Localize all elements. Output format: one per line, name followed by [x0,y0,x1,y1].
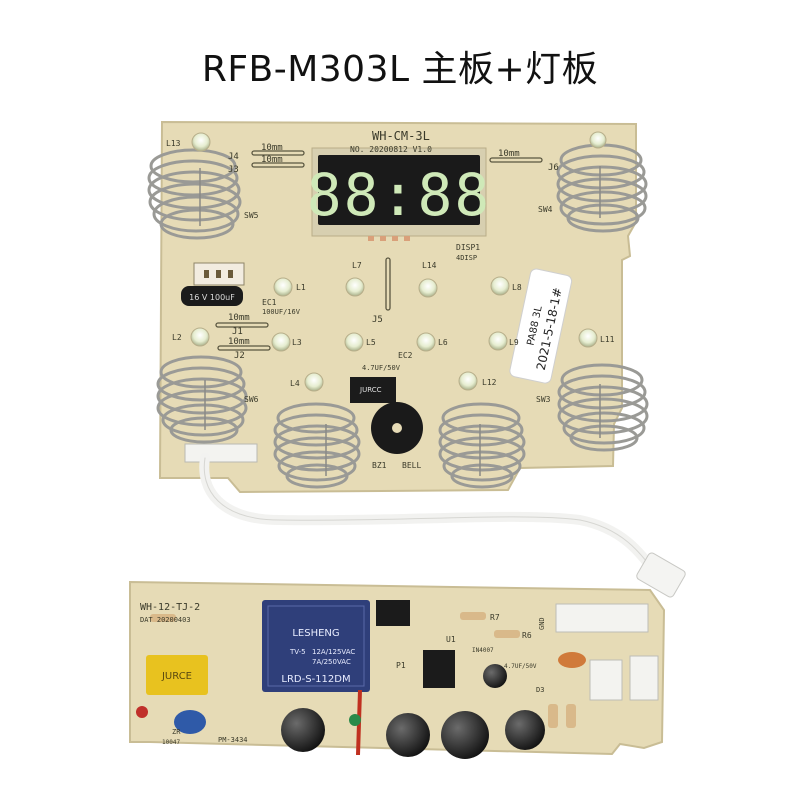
label-p1: P1 [396,661,406,670]
label-l3: L3 [292,338,302,347]
label-l13: L13 [166,139,181,148]
x-cap-brand: JURCE [161,671,192,682]
label-ec2-spec: 4.7UF/50V [362,364,401,372]
spring-sw4 [556,143,648,233]
top-board: 88:88 [147,120,649,494]
label-mm-1: 10mm [261,143,283,153]
label-l1: L1 [296,283,306,292]
label-l9: L9 [509,338,519,347]
label-cn: 10047 [162,739,180,746]
bottom-board-date: DAT 20200403 [140,616,191,624]
label-in4007: IN4007 [472,647,494,654]
label-j4: J4 [228,152,239,162]
led-lights [190,131,607,392]
label-ec1-spec: 100UF/16V [262,308,301,316]
led-display: 88:88 [307,147,492,241]
label-4disp: 4DISP [456,254,477,262]
relay-spec-2: 7A/250VAC [312,658,351,666]
label-l11: L11 [600,335,615,344]
label-l14: L14 [422,261,437,270]
label-jurcc: JURCC [359,386,382,394]
label-mm-4: 10mm [228,313,250,323]
label-l6: L6 [438,338,448,347]
label-l4: L4 [290,379,300,388]
relay-model: LRD-S-112DM [281,674,350,685]
label-gnd: GND [538,617,546,630]
label-j2: J2 [234,351,245,361]
label-d3: D3 [536,686,544,694]
label-j3: J3 [228,165,239,175]
bottom-board-model: WH-12-TJ-2 [140,602,200,613]
relay-spec-1: 12A/125VAC [312,648,355,656]
bottom-board: LESHENG TV-5 12A/125VAC 7A/250VAC LRD-S-… [129,580,666,759]
spring-left-bottom [273,402,361,489]
label-l2: L2 [172,333,182,342]
relay-brand: LESHENG [292,628,339,639]
spring-sw3 [557,363,649,452]
display-digits: 88:88 [307,161,492,229]
label-l12: L12 [482,378,497,387]
label-u1: U1 [446,635,456,644]
label-l5: L5 [366,338,376,347]
relay-spec-3: TV-5 [289,648,306,656]
label-ec-spec: 4.7UF/50V [504,663,537,670]
label-mm-5: 10mm [228,337,250,347]
label-sw4: SW4 [538,205,553,214]
label-l8: L8 [512,283,522,292]
label-j5: J5 [372,315,383,325]
label-j6: J6 [548,163,559,173]
label-ec2: EC2 [398,351,413,360]
label-r7: R7 [490,613,500,622]
label-disp1: DISP1 [456,243,480,252]
label-mm-3: 10mm [498,149,520,159]
label-sw6: SW6 [244,395,259,404]
cap-ec1-text: 16 V 100uF [189,293,235,302]
label-zr: ZR [172,728,181,736]
label-bell: BELL [402,461,421,470]
board-serial: NO. 20200812 V1.0 [350,145,432,154]
spring-right-bottom [438,402,526,489]
label-sw5: SW5 [244,211,259,220]
label-sw3: SW3 [536,395,551,404]
label-ec1: EC1 [262,298,277,307]
label-j1: J1 [232,327,243,337]
spring-sw5 [147,148,242,240]
page-title: RFB-M303L 主板+灯板 [201,49,599,90]
label-l7: L7 [352,261,362,270]
label-r6: R6 [522,631,532,640]
label-bz1: BZ1 [372,461,387,470]
label-mm-2: 10mm [261,155,283,165]
board-model: WH-CM-3L [372,129,430,143]
label-code: PM-3434 [218,736,248,744]
wire-harness [199,453,686,598]
spring-sw6 [156,355,248,444]
